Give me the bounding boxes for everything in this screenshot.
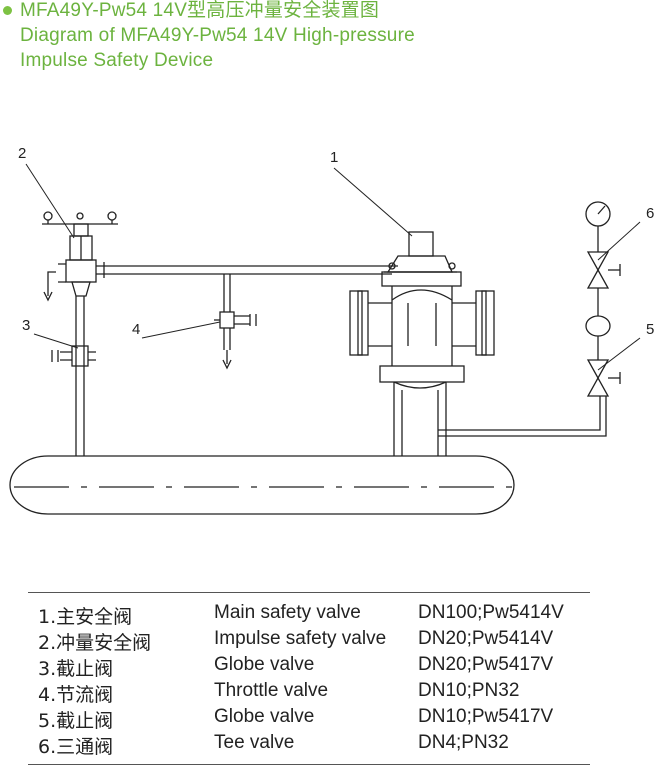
callout-2: 2	[18, 145, 26, 162]
callout-1: 1	[330, 149, 338, 166]
title-en-line1: Diagram of MFA49Y-Pw54 14V High-pressure	[20, 25, 415, 46]
legend-cn: 2.冲量安全阀	[38, 632, 152, 654]
left-branch-pipe	[51, 296, 96, 456]
legend-spec: DN20;Pw5414V	[418, 628, 554, 649]
legend-row: 3.截止阀 Globe valve DN20;Pw5417V	[28, 654, 590, 680]
legend-bottom-rule	[28, 764, 590, 765]
legend-en: Main safety valve	[214, 602, 361, 623]
legend-spec: DN100;Pw5414V	[418, 602, 564, 623]
title-en-line2: Impulse Safety Device	[20, 50, 214, 71]
header-tank	[9, 455, 516, 515]
legend-cn: 3.截止阀	[38, 658, 114, 680]
legend-cn: 4.节流阀	[38, 684, 114, 706]
legend-spec: DN10;PN32	[418, 680, 520, 701]
legend-spec: DN20;Pw5417V	[418, 654, 554, 675]
legend-en: Impulse safety valve	[214, 628, 387, 649]
legend-spec: DN10;Pw5417V	[418, 706, 554, 727]
title-cn: MFA49Y-Pw54 14V型高压冲量安全装置图	[20, 0, 380, 21]
legend-cn: 5.截止阀	[38, 710, 114, 732]
legend-row: 4.节流阀 Throttle valve DN10;PN32	[28, 680, 590, 706]
throttle-valve	[214, 274, 257, 370]
bullet-icon	[3, 6, 12, 15]
legend-row: 1.主安全阀 Main safety valve DN100;Pw5414V	[28, 602, 590, 628]
callout-3: 3	[22, 317, 30, 334]
legend-cn: 1.主安全阀	[38, 606, 133, 628]
legend-row: 5.截止阀 Globe valve DN10;Pw5417V	[28, 706, 590, 732]
main-safety-valve	[349, 231, 495, 456]
legend-en: Tee valve	[214, 732, 295, 753]
legend-en: Globe valve	[214, 654, 315, 675]
gauge-branch	[585, 201, 621, 397]
callout-6: 6	[646, 205, 654, 222]
legend-en: Globe valve	[214, 706, 315, 727]
impulse-safety-valve	[42, 211, 118, 302]
callout-4: 4	[132, 321, 140, 338]
legend-cn: 6.三通阀	[38, 736, 114, 758]
legend-spec: DN4;PN32	[418, 732, 509, 753]
impulse-pipe-top	[96, 262, 398, 278]
legend-row: 2.冲量安全阀 Impulse safety valve DN20;Pw5414…	[28, 628, 590, 654]
header: MFA49Y-Pw54 14V型高压冲量安全装置图 Diagram of MFA…	[0, 0, 662, 80]
legend-top-rule	[28, 592, 590, 593]
legend-table: 1.主安全阀 Main safety valve DN100;Pw5414V 2…	[28, 592, 590, 768]
impulse-pipe-right	[438, 396, 607, 437]
leader-lines	[25, 163, 641, 371]
legend-row: 6.三通阀 Tee valve DN4;PN32	[28, 732, 590, 758]
safety-device-diagram: 1 2 3 4 5 6	[9, 145, 654, 515]
legend-en: Throttle valve	[214, 680, 329, 701]
callout-5: 5	[646, 321, 654, 338]
